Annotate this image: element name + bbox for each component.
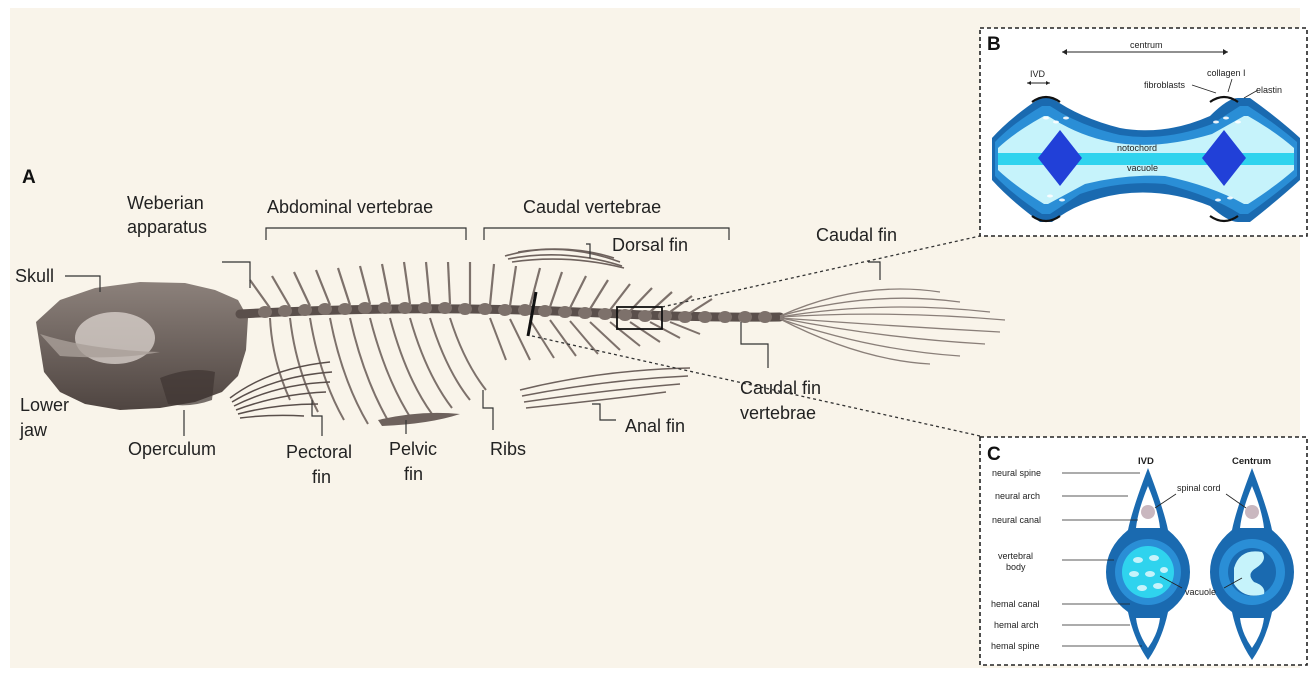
label-lower-jaw-1: Lower [20,395,69,415]
label-pectoral-1: Pectoral [286,442,352,462]
label-ribs: Ribs [490,439,526,459]
label-vertebral-body-1: vertebral [998,551,1033,561]
label-pectoral-2: fin [312,467,331,487]
label-operculum: Operculum [128,439,216,459]
label-hemal-arch: hemal arch [994,620,1039,630]
label-vacuole-c: vacuole [1185,587,1216,597]
label-vacuole-b: vacuole [1127,163,1158,173]
label-weberian-2: apparatus [127,217,207,237]
label-pelvic-1: Pelvic [389,439,437,459]
column-title-centrum: Centrum [1232,456,1271,467]
panel-b-label: B [987,34,1001,55]
label-ivd: IVD [1030,69,1046,79]
label-hemal-canal: hemal canal [991,599,1040,609]
label-pelvic-2: fin [404,464,423,484]
label-skull: Skull [15,266,54,286]
label-spinal-cord: spinal cord [1177,483,1221,493]
label-vertebral-body-2: body [1006,562,1026,572]
ivd-spinal-cord [1141,505,1155,519]
label-hemal-spine: hemal spine [991,641,1040,651]
panel-b: B centrum IVD [980,28,1307,236]
label-weberian-1: Weberian [127,193,204,213]
panel-a-label: A [22,167,36,188]
label-collagen: collagen I [1207,68,1246,78]
label-abdominal-vertebrae: Abdominal vertebrae [267,197,433,217]
centrum-spinal-cord [1245,505,1259,519]
label-lower-jaw-2: jaw [19,420,48,440]
operculum [160,370,215,405]
label-anal-fin: Anal fin [625,416,685,436]
label-caudal-fin-vertebrae-2: vertebrae [740,403,816,423]
panel-c: C IVD Centrum [980,437,1307,665]
label-notochord: notochord [1117,143,1157,153]
label-neural-arch: neural arch [995,491,1040,501]
label-neural-canal: neural canal [992,515,1041,525]
label-elastin: elastin [1256,85,1282,95]
label-caudal-fin: Caudal fin [816,225,897,245]
label-fibroblasts: fibroblasts [1144,80,1186,90]
label-neural-spine: neural spine [992,468,1041,478]
label-caudal-fin-vertebrae-1: Caudal fin [740,378,821,398]
label-dorsal-fin: Dorsal fin [612,235,688,255]
label-caudal-vertebrae: Caudal vertebrae [523,197,661,217]
panel-c-label: C [987,444,1001,465]
label-centrum: centrum [1130,40,1163,50]
column-title-ivd: IVD [1138,456,1154,467]
